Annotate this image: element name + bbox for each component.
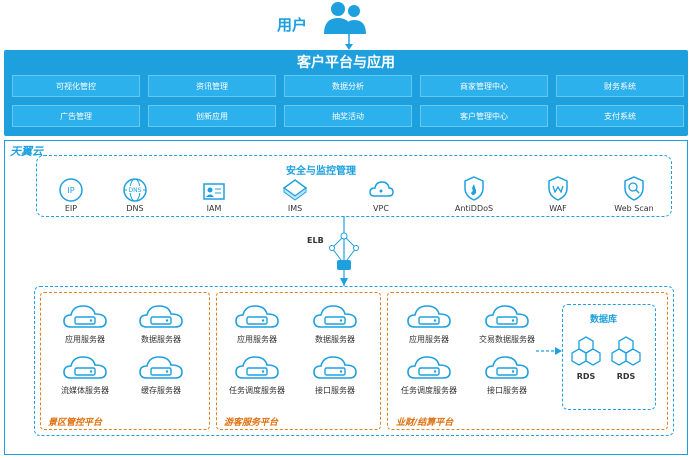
cloud-server-icon (235, 305, 279, 328)
scenic-control-platform (40, 292, 210, 430)
ims-icon (282, 179, 308, 201)
web-scan-icon (624, 176, 644, 201)
server-label: 缓存服务器 (141, 386, 181, 395)
dns-icon: DNS (123, 178, 147, 202)
cloud-server-icon (313, 356, 357, 379)
elb-connector (329, 216, 359, 286)
svg-text:IP: IP (67, 186, 74, 195)
server-label: 接口服务器 (315, 386, 355, 395)
server-label: 应用服务器 (65, 335, 105, 344)
finance-settlement-platform (387, 292, 668, 430)
cloud-server-icon (235, 356, 279, 379)
cloud-server-icon (407, 356, 451, 379)
cloud-server-icon (485, 356, 529, 379)
web-scan-label: Web Scan (614, 204, 654, 213)
vpc-icon (369, 181, 394, 197)
cloud-server-icon (139, 356, 183, 379)
platform-title: 客户平台与应用 (297, 55, 395, 71)
database-title: 数据库 (590, 315, 618, 325)
cloud-server-icon (407, 305, 451, 328)
cloud-server-icon (313, 305, 357, 328)
platform-module: 客户管理中心 (420, 105, 548, 127)
security-title: 安全与监控管理 (286, 166, 356, 177)
iam-icon (203, 183, 225, 200)
rds-icon (611, 336, 641, 366)
platform-module: 数据分析 (284, 75, 412, 97)
eip-label: EIP (64, 204, 78, 213)
server-label: 任务调度服务器 (401, 386, 457, 395)
rds-icon (571, 336, 601, 366)
arrow-down-icon (345, 34, 353, 50)
server-label: 流媒体服务器 (61, 386, 109, 395)
server-label: 应用服务器 (409, 335, 449, 344)
vpc-label: VPC (373, 204, 389, 213)
platforms-region (34, 286, 674, 436)
svg-text:DNS: DNS (129, 187, 142, 194)
server-label: 接口服务器 (487, 386, 527, 395)
elb-label: ELB (307, 236, 324, 245)
platform-module: 抽奖活动 (284, 105, 412, 127)
platform-module: 可视化管控 (12, 75, 140, 97)
antiddos-icon (464, 176, 484, 201)
cloud-server-icon (485, 305, 529, 328)
platform-module: 商家管理中心 (420, 75, 548, 97)
cloud-container (4, 140, 688, 455)
security-box (36, 155, 672, 217)
platform-module: 资讯管理 (148, 75, 276, 97)
db-arrow-icon (536, 347, 562, 355)
group-label: 业财/结算平台 (396, 418, 454, 428)
group-label: 游客服务平台 (224, 418, 279, 428)
cloud-server-icon (63, 305, 107, 328)
platform-module: 支付系统 (556, 105, 684, 127)
dns-label: DNS (126, 204, 144, 213)
cloud-label: 天翼云 (10, 145, 43, 158)
server-label: 应用服务器 (237, 335, 277, 344)
platform-module: 创新应用 (148, 105, 276, 127)
waf-icon (548, 176, 568, 201)
platform-module: 财务系统 (556, 75, 684, 97)
antiddos-label: AntiDDoS (454, 204, 494, 213)
users-icon (324, 2, 366, 34)
ims-label: IMS (287, 204, 303, 213)
server-label: 数据服务器 (141, 335, 181, 344)
rds-label: RDS (616, 372, 636, 381)
server-label: 任务调度服务器 (229, 386, 285, 395)
platform-module: 广告管理 (12, 105, 140, 127)
visitor-service-platform (216, 292, 381, 430)
iam-label: IAM (206, 204, 222, 213)
group-label: 景区管控平台 (48, 418, 103, 428)
database-box (562, 304, 656, 410)
waf-label: WAF (549, 204, 567, 213)
user-label: 用户 (277, 16, 308, 34)
rds-label: RDS (576, 372, 596, 381)
cloud-server-icon (63, 356, 107, 379)
cloud-server-icon (139, 305, 183, 328)
eip-icon: IP (59, 178, 83, 202)
server-label: 交易数据服务器 (479, 335, 535, 344)
server-label: 数据服务器 (315, 335, 355, 344)
